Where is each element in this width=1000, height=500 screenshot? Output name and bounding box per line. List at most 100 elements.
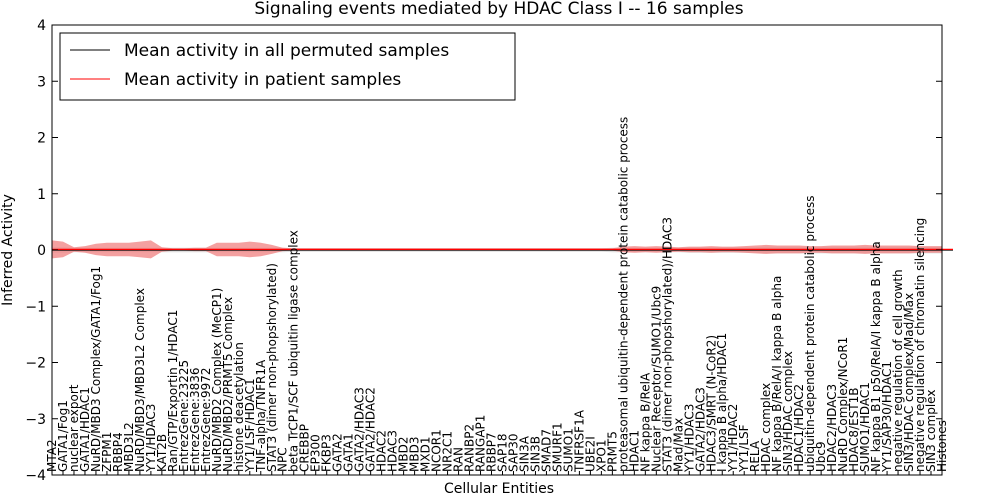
x-tick-label: YY1/HDAC2 <box>726 404 740 473</box>
x-axis-label: Cellular Entities <box>444 481 554 497</box>
x-tick-label: negative regulation of chromatin silenci… <box>913 218 927 472</box>
x-tick-label: YY1/LSF/HDAC1 <box>243 378 257 473</box>
y-tick-label: −2 <box>25 356 46 372</box>
x-tick-label: GATA1/Fog1 <box>56 400 70 472</box>
x-tick-label: SUMO1 <box>561 428 575 472</box>
x-tick-label: NF kappa B/RelA/I kappa B alpha <box>770 276 784 472</box>
x-tick-label: NPC <box>276 447 290 472</box>
x-tick-label: MBD2 <box>397 437 411 472</box>
x-tick-label: GATA2 <box>331 433 345 472</box>
x-tick-label: NF kappa B/RelA <box>638 372 652 472</box>
x-tick-label: YY1/SAP30/HDAC1 <box>880 361 894 473</box>
x-tick-label: HDAC8/EST1B <box>847 387 861 472</box>
x-tick-label: RBBP7 <box>485 432 499 472</box>
x-tick-label: histone deacetylation <box>232 342 246 472</box>
x-tick-label: GATA1/HDAC1 <box>78 387 92 472</box>
x-tick-label: SAP18 <box>496 433 510 472</box>
x-tick-label: RELA <box>748 440 762 472</box>
y-tick-label: 3 <box>37 74 46 90</box>
x-tick-label: MBD3L2 <box>122 422 136 472</box>
x-tick-label: RANBP2 <box>463 424 477 472</box>
y-axis-label: Inferred Activity <box>0 194 16 306</box>
x-tick-label: YY1/HDAC3 <box>144 404 158 473</box>
x-tick-label: Nuclear Receptor/SUMO1/Ubc9 <box>649 286 663 472</box>
x-tick-label: ubiquitin-dependent protein catabolic pr… <box>803 196 817 472</box>
x-tick-label: NF kappa B1 p50/RelA/I kappa B alpha <box>869 241 883 472</box>
x-tick-label: HDAC2/HDAC3 <box>825 384 839 472</box>
x-tick-label: MXD1 <box>419 437 433 472</box>
x-tick-label: HDAC complex <box>759 383 773 472</box>
chart-title: Signaling events mediated by HDAC Class … <box>254 0 743 19</box>
x-tick-label: NCOR1 <box>430 429 444 472</box>
x-tick-label: XPO1 <box>594 439 608 472</box>
y-tick-label: 1 <box>37 187 46 203</box>
x-tick-label: nuclear export <box>67 384 81 472</box>
y-tick-label: −1 <box>25 299 46 315</box>
x-tick-label: SIN3B <box>529 436 543 472</box>
legend-label-patient: Mean activity in patient samples <box>124 70 401 90</box>
x-tick-label: CREBBP <box>298 424 312 472</box>
x-tick-label: NuRD/MBD3 Complex/GATA1/Fog1 <box>89 266 103 472</box>
x-tick-label: Ubc9 <box>814 441 828 472</box>
legend-label-permuted: Mean activity in all permuted samples <box>124 41 449 61</box>
x-tick-label: GATA2/HDAC2 <box>364 387 378 472</box>
x-tick-label: ZFPM1 <box>100 432 114 472</box>
y-tick-label: −3 <box>25 412 46 428</box>
x-tick-label: TNF-alpha/TNFR1A <box>254 359 268 473</box>
legend-box <box>59 32 516 101</box>
y-tick-label: −4 <box>25 468 46 484</box>
x-tick-label: proteasomal ubiquitin-dependent protein … <box>616 117 630 472</box>
x-tick-label: SAP30 <box>507 433 521 472</box>
x-tick-label: Mad/Max <box>671 418 685 472</box>
x-tick-label: SIN3/HDAC complex <box>781 351 795 472</box>
x-tick-label: TNFRSF1A <box>572 409 586 473</box>
x-tick-label: EntrezGene:23225 <box>177 360 191 472</box>
y-tick-label: 4 <box>37 18 46 34</box>
x-tick-label: Ran/GTP/Exportin 1/HDAC1 <box>166 310 180 472</box>
x-tick-label: SUMO1/HDAC1 <box>858 382 872 472</box>
line-layer <box>52 248 953 251</box>
x-tick-label: SIN3 complex <box>924 390 938 472</box>
x-tick-label: RBBP4 <box>111 432 125 472</box>
x-tick-label: SMAD7 <box>539 429 553 472</box>
x-tick-label: PRMT5 <box>605 431 619 472</box>
x-tick-label: NR2C1 <box>441 431 455 472</box>
x-tick-label: GATA1 <box>342 433 356 472</box>
x-tick-label: NuRD/MBD2 Complex (MeCP1) <box>210 288 224 472</box>
x-tick-label: RAN <box>452 447 466 472</box>
x-tick-label: FKBP3 <box>320 434 334 472</box>
x-tick-label: EP300 <box>309 434 323 472</box>
x-tick-label: HDAC2 <box>375 430 389 472</box>
x-tick-label: HDAC3/SMRT (N-CoR2) <box>704 335 718 472</box>
x-tick-label: SIN3/HDAC complex/Mad/Max <box>902 293 916 472</box>
x-tick-label: KAT2B <box>155 434 169 472</box>
x-tick-label: HDAC1 <box>627 430 641 472</box>
x-tick-label: NuRD Complex/NCoR1 <box>836 337 850 472</box>
x-tick-label: RANGAP1 <box>474 415 488 472</box>
x-tick-label: MBD3 <box>408 437 422 472</box>
x-tick-label: HDAC3 <box>386 430 400 472</box>
x-tick-label: I kappa B alpha/HDAC1 <box>715 333 729 472</box>
x-tick-label: YY1/LSF <box>737 424 751 473</box>
plot-frame <box>51 24 943 476</box>
x-tick-label: beta TrCP1/SCF ubiquitin ligase complex <box>287 230 301 472</box>
legend: Mean activity in all permuted samples Me… <box>59 32 516 101</box>
x-tick-label: SMURF1 <box>550 422 564 472</box>
x-tick-label: NuRD/MBD2/PRMT5 Complex <box>221 297 235 472</box>
y-tick-label: 0 <box>37 243 46 259</box>
x-tick-label: HDAC1/HDAC2 <box>792 384 806 472</box>
x-tick-label: negative regulation of cell growth <box>891 269 905 472</box>
x-tick-label: STAT3 (dimer non-phopshorylated) <box>265 263 279 472</box>
x-tick-label: UBE2I <box>583 436 597 472</box>
x-tick-label: SIN3A <box>518 435 532 472</box>
x-tick-label: GATA2/HDAC3 <box>693 387 707 472</box>
x-tick-label: YY1/HDAC3 <box>682 404 696 473</box>
x-tick-label: EntrezGene:3836 <box>188 368 202 473</box>
x-tick-label: NuRD/MBD3/MBD3L2 Complex <box>133 288 147 472</box>
x-tick-label: STAT3 (dimer non-phopshorylated)/HDAC3 <box>660 217 674 472</box>
x-tick-label: GATA2/HDAC3 <box>353 387 367 472</box>
x-tick-label: EntrezGene:9972 <box>199 368 213 473</box>
